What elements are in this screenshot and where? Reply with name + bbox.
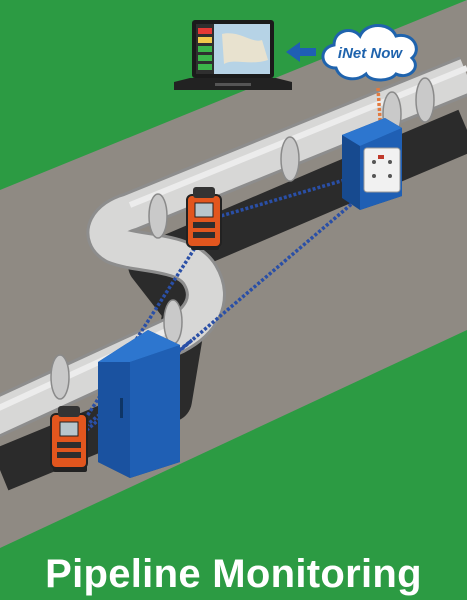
cloud-brand-label: iNet Now [338,45,404,62]
cabinet-lower [98,330,180,478]
title-band [0,548,467,600]
laptop [174,20,292,90]
link-monitor-2-to-gateway [73,188,370,442]
arrow-left-icon [286,42,316,62]
gas-monitor-2 [50,406,88,472]
link-monitor-1-to-gateway [206,170,373,222]
gas-monitor-1 [186,187,222,250]
gateway-device [363,147,401,193]
scene: iNet Now [0,0,467,548]
cloud-icon [321,24,418,82]
page-title: Pipeline Monitoring [45,552,422,596]
pipeline [0,56,467,438]
